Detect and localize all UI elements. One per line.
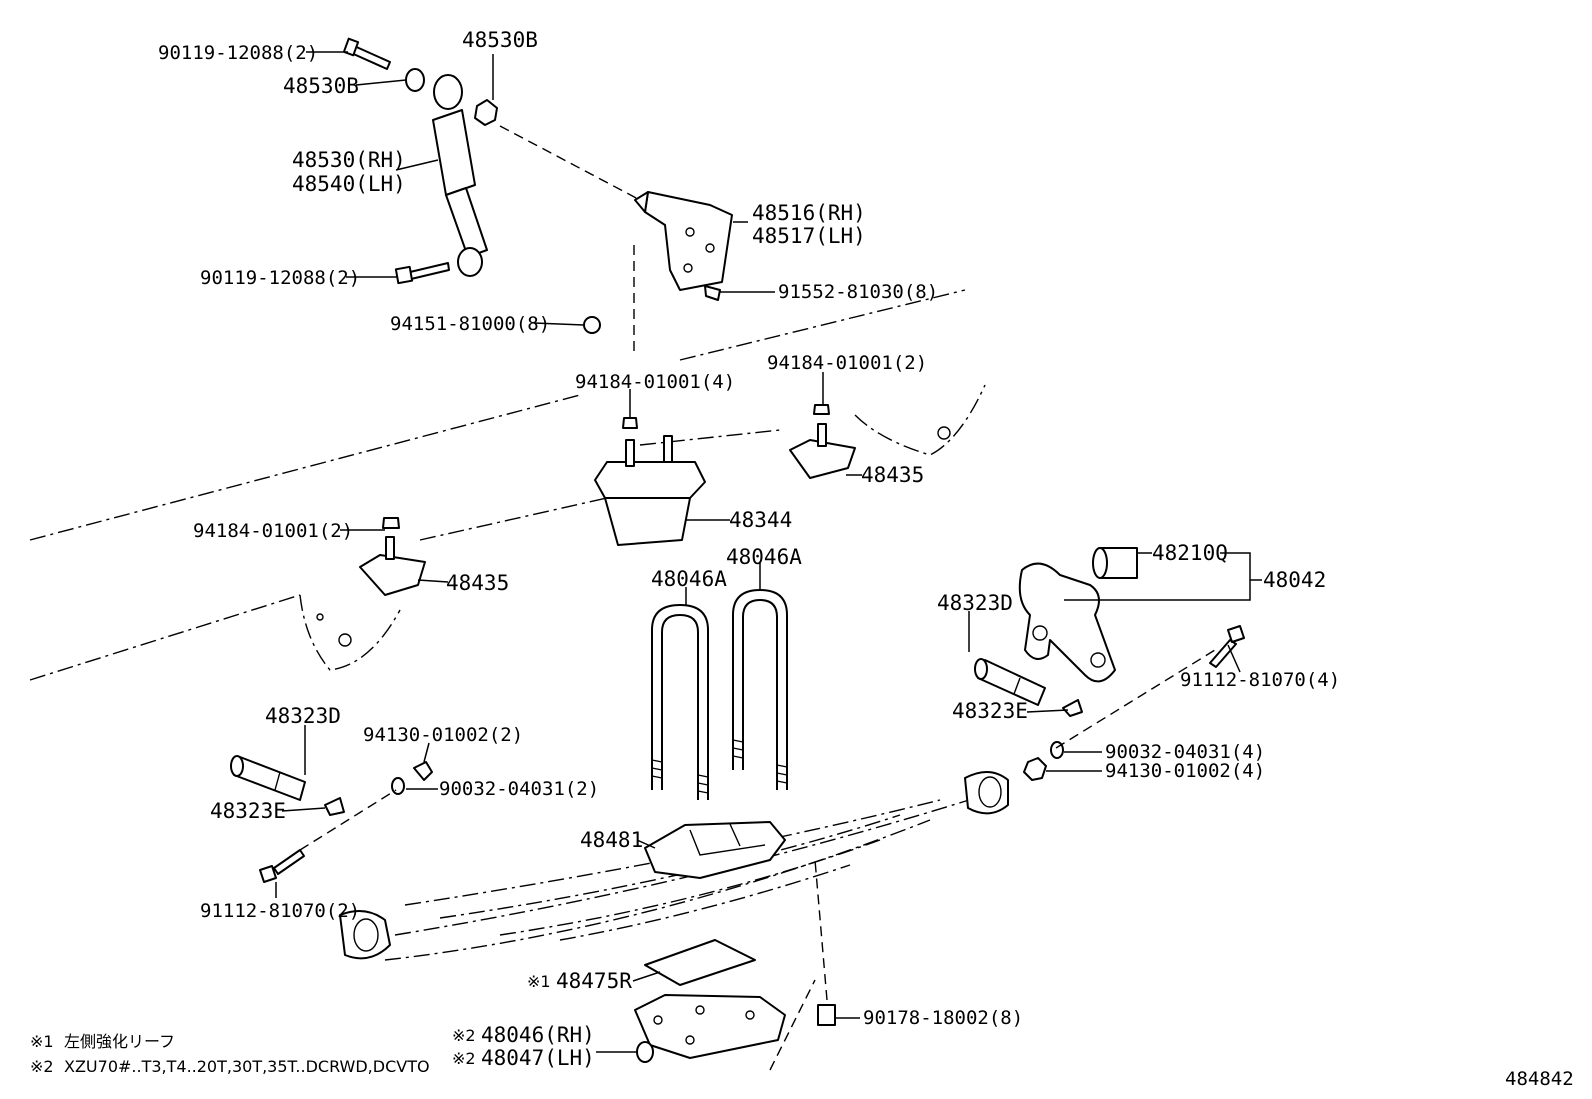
shock-absorber [432,109,488,277]
label-washer-right: 90032-04031(4) [1105,741,1265,763]
label-nut-bumper-left: 94184-01001(2) [193,520,353,542]
shackle-bushing [1092,547,1138,579]
drawing-number: 484842 [1505,1068,1574,1090]
u-bolt-left [651,604,709,800]
frame-rail-outline [29,125,986,681]
footnote-1-text: 左側強化リーフ [64,1032,175,1051]
shackle-pin-right [974,658,1046,706]
left-bumper [359,517,426,596]
label-nut-right: 94130-01002(4) [1105,760,1265,782]
label-u-bolt-left: 48046A [651,567,727,591]
center-bumper [594,417,706,546]
label-shackle-assembly: 48042 [1263,568,1326,592]
label-nut-bumper-right: 94184-01001(2) [767,352,927,374]
nut-left [413,761,433,781]
bracket-bolt [704,285,721,301]
label-shock-absorber-rh: 48530(RH) [292,148,406,172]
grease-fitting-left [324,797,345,816]
label-bumper-right: 48435 [861,463,924,487]
label-bolt-left: 91112-81070(2) [200,900,360,922]
shackle-bolt-left [259,849,305,883]
label-shock-absorber-lh: 48540(LH) [292,172,406,196]
label-bracket-nut: 94151-81000(8) [390,313,550,335]
bumper-nut-right [813,404,830,415]
label-pin-left: 48323D [265,704,341,728]
label-fitting-left: 48323E [210,799,286,823]
label-u-bolt-nut: 90178-18002(8) [863,1007,1023,1029]
label-bumper-left: 48435 [446,571,509,595]
label-washer-upper: 48530B [283,74,359,98]
label-bolt-shock-lower: 90119-12088(2) [200,267,360,289]
label-leaf-plate: 48475R [556,969,632,993]
bumper-nut-left [382,517,400,529]
label-seat-lower-lh: 48047(LH) [481,1046,595,1070]
right-bumper [789,404,856,479]
shock-absorber-lower-bolt [394,262,450,285]
grease-fitting-right [1062,699,1083,717]
frame-hole [338,633,352,647]
label-seat-lower-mark-rh: ※2 [452,1026,476,1045]
footnote-2-text: XZU70#..T3,T4..20T,30T,35T..DCRWD,DCVTO [64,1057,430,1076]
label-nut-upper: 48530B [462,28,538,52]
u-bolt-right [732,589,788,790]
label-seat-lower-rh: 48046(RH) [481,1023,595,1047]
label-u-bolt-right: 48046A [726,545,802,569]
part-labels: 90119-12088(2) 48530B 48530B 48530(RH) 4… [158,28,1340,1070]
spring-seat [644,821,786,879]
label-bumper-main: 48344 [729,508,792,532]
label-spring-seat: 48481 [580,828,643,852]
label-shackle-bolt-right: 91112-81070(4) [1180,669,1340,691]
shock-absorber-upper-bolt [342,37,391,70]
washer-left [391,777,405,795]
label-seat-lower-mark-lh: ※2 [452,1049,476,1068]
shackle-bolt-right [1209,625,1245,668]
u-bolt-nut [817,1004,836,1026]
label-shackle-bushing: 48210Q [1152,541,1228,565]
nut-right [1023,757,1047,781]
shackle-assembly [1018,562,1116,683]
label-washer-left: 90032-04031(2) [439,778,599,800]
label-bracket-rh: 48516(RH) [752,201,866,225]
frame-hole [316,613,324,621]
leaf-plate [644,939,756,986]
leaf-spring [339,771,1009,961]
shackle-pin-left [230,755,306,801]
bracket-nut [583,316,601,334]
footnote-1-mark: ※1 [30,1032,54,1051]
label-nut-bumper-center: 94184-01001(4) [575,371,735,393]
footnotes: ※1 左側強化リーフ ※2 XZU70#..T3,T4..20T,30T,35T… [30,1032,430,1076]
upper-washer [405,68,425,92]
footnote-2-mark: ※2 [30,1057,54,1076]
label-leaf-plate-mark: ※1 [527,972,551,991]
label-bracket-lh: 48517(LH) [752,224,866,248]
bumper-nut-center [622,417,638,429]
lower-spring-seat [634,994,786,1063]
upper-nut [474,99,498,126]
label-pin-right: 48323D [937,591,1013,615]
label-nut-left: 94130-01002(2) [363,724,523,746]
frame-hole [937,426,951,440]
leader-lines [275,51,1262,1053]
label-bolt-shock-upper: 90119-12088(2) [158,42,318,64]
shock-upper-bushing [433,74,463,110]
shock-bracket [634,191,733,291]
label-bracket-bolt: 91552-81030(8) [778,281,938,303]
label-fitting-right: 48323E [952,699,1028,723]
